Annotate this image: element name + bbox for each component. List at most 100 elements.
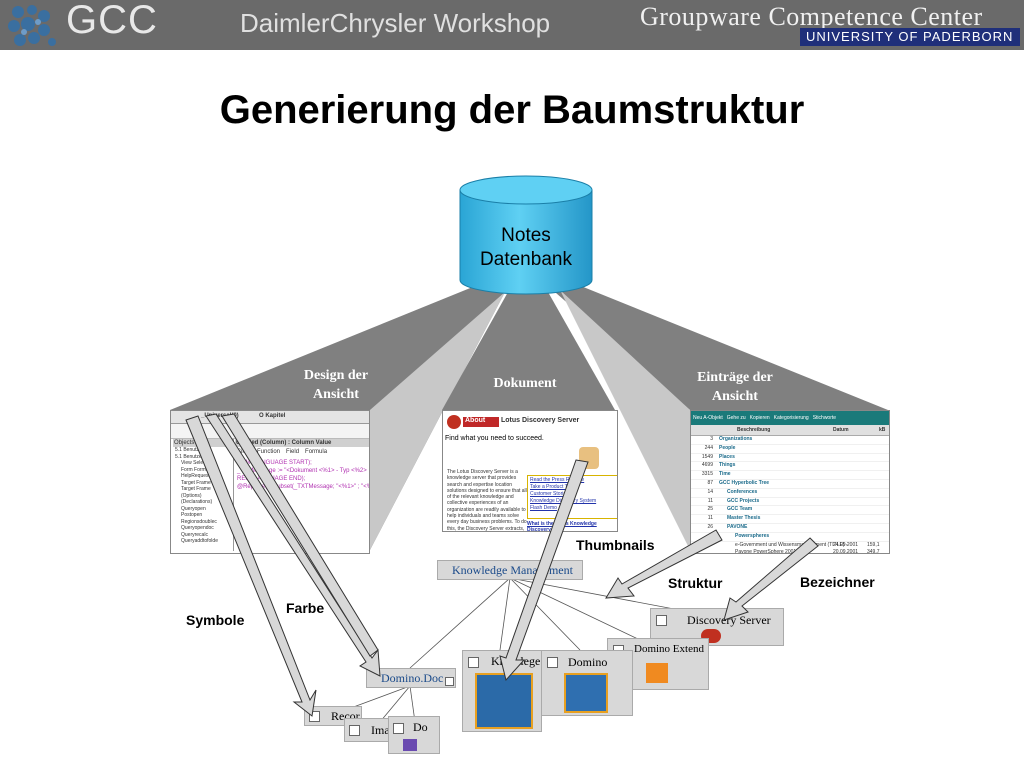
tree-node-root[interactable]: Knowledge Management — [437, 560, 583, 580]
entries-col-description: Beschreibung — [737, 427, 771, 433]
node-collapse-icon[interactable] — [393, 723, 404, 734]
entries-category-row[interactable]: 25 GCC Team — [691, 506, 889, 516]
design-radio-option[interactable]: Field — [286, 449, 300, 455]
entries-view-label-line1: Einträge der — [697, 370, 773, 385]
document-illustration-icon — [579, 447, 599, 469]
document-product-name: Lotus Discovery Server — [501, 417, 580, 424]
document-cone — [442, 292, 615, 410]
entries-row-count: 25 — [707, 506, 713, 513]
tree-node-do-label: Do — [413, 720, 428, 734]
node-collapse-icon[interactable] — [349, 725, 360, 736]
entries-doc-text: e-Government und Wissensmanagement (TITL… — [735, 541, 848, 548]
design-radio-option[interactable]: Simple Function — [237, 449, 281, 455]
entries-row-label: People — [719, 444, 736, 451]
tree-node-domino[interactable]: Domino — [541, 650, 633, 716]
tree-node-do[interactable]: Do — [388, 716, 440, 754]
database-label-line2: Datenbank — [480, 249, 572, 270]
design-view-label-line1: Design der — [303, 368, 369, 383]
document-link[interactable]: Flash Demo — [530, 505, 557, 511]
entries-category-row[interactable]: 4699 Things — [691, 462, 889, 472]
tree-node-domino-doc[interactable]: Domino.Doc — [366, 668, 456, 688]
entries-doc-date: 24.09.2001 — [833, 541, 859, 548]
entries-row-label: GCC Projects — [727, 497, 760, 504]
entries-row-count: 4699 — [701, 462, 713, 469]
tree-node-domino-doc-label: Domino.Doc — [381, 671, 444, 685]
design-formula-header: Untitled (Column) : Column Value — [235, 439, 369, 447]
document-link[interactable]: Take a Product Tour — [530, 484, 575, 490]
entries-row-label: Organizations — [719, 436, 753, 442]
entries-view-label: Einträge der Ansicht — [670, 368, 800, 406]
entries-row-count: 11 — [707, 515, 713, 522]
tree-node-knowledge[interactable]: Knowlege — [462, 650, 542, 732]
entries-row-count: 26 — [707, 523, 713, 530]
entries-row-label: PAVONE — [727, 523, 748, 530]
document-link[interactable]: Read the Press Release — [530, 477, 585, 483]
domino-extend-thumbnail-icon — [646, 663, 668, 683]
design-radio-option[interactable]: Formula — [305, 449, 328, 455]
entries-toolbar-button[interactable]: Kopieren — [749, 415, 770, 421]
entries-col-kb: kB — [879, 427, 886, 433]
design-formula-line: REM (LANGUAGE START); — [237, 460, 312, 466]
entries-row-label: GCC Team — [727, 506, 753, 513]
entries-row-count: 11 — [707, 497, 713, 504]
callout-symbole: Symbole — [186, 612, 245, 628]
domino-thumbnail-icon — [564, 673, 608, 713]
document-tagline: Find what you need to succeed. — [445, 435, 544, 442]
node-collapse-icon[interactable] — [445, 677, 454, 686]
callout-farbe: Farbe — [286, 600, 325, 616]
document-footer-link[interactable]: What is the Lotus Knowledge Discovery — [527, 521, 597, 532]
tree-node-ima[interactable]: Ima — [344, 718, 394, 742]
lotus-logo-icon — [447, 415, 461, 429]
node-collapse-icon[interactable] — [309, 711, 320, 722]
entries-document-row[interactable]: e-Government und Wissensmanagement (TITL… — [691, 542, 889, 550]
entries-cone-side — [560, 290, 690, 550]
design-column-header: _Universal(0) — [201, 413, 239, 419]
design-view-label: Design der Ansicht — [276, 366, 396, 404]
tree-node-root-label: Knowledge Management — [452, 563, 573, 577]
gcc-logo-text: GCC — [66, 0, 158, 42]
competence-center-name: Groupware Competence Center — [640, 2, 983, 31]
node-collapse-icon[interactable] — [547, 657, 558, 668]
entries-row-count: 5 — [710, 532, 713, 539]
entries-category-row[interactable]: 11 GCC Projects — [691, 498, 889, 507]
document-link[interactable]: Knowledge Discovery System — [530, 498, 597, 504]
gcc-logo-icon — [8, 5, 56, 46]
design-formula-line: @Replace(@Subset(_TXTMessage; "<%1>" ; "… — [237, 484, 370, 490]
entries-row-label: Things — [719, 462, 736, 469]
document-about-tab: About — [463, 417, 499, 427]
entries-category-row[interactable]: 26 PAVONE — [691, 524, 889, 533]
entries-toolbar-button[interactable]: Neu A-Objekt — [693, 415, 723, 421]
document-link[interactable]: Customer Stories — [530, 491, 569, 497]
entries-toolbar-button[interactable]: Stichworte — [812, 415, 837, 421]
entries-toolbar-button[interactable]: Gehe zu — [726, 415, 746, 421]
entries-row-count: 1549 — [701, 453, 713, 460]
do-thumbnail-icon — [403, 739, 417, 751]
node-collapse-icon[interactable] — [468, 657, 479, 668]
document-screenshot: About Lotus Discovery Server Find what y… — [442, 410, 618, 532]
entries-doc-kb: 349,7 — [867, 549, 880, 554]
node-collapse-icon[interactable] — [656, 615, 667, 626]
design-column-header-2: O Kapitel — [259, 413, 286, 419]
database-cylinder-top — [459, 175, 593, 205]
callout-bezeichner: Bezeichner — [800, 574, 875, 590]
design-object-item[interactable]: Queryaddtofolde — [181, 538, 218, 544]
entries-toolbar-button[interactable]: Kategorisierung — [773, 415, 809, 421]
entries-row-label: Time — [719, 471, 731, 478]
tree-node-domino-extend-label: Domino Extend — [634, 643, 704, 655]
tree-node-ima-label: Ima — [371, 723, 390, 737]
design-radio-group: Simple Function Field Formula — [235, 447, 369, 457]
design-formula-text: REM (LANGUAGE START);_TX_Message := "<Do… — [235, 457, 369, 493]
entries-row-count: 14 — [707, 488, 713, 495]
